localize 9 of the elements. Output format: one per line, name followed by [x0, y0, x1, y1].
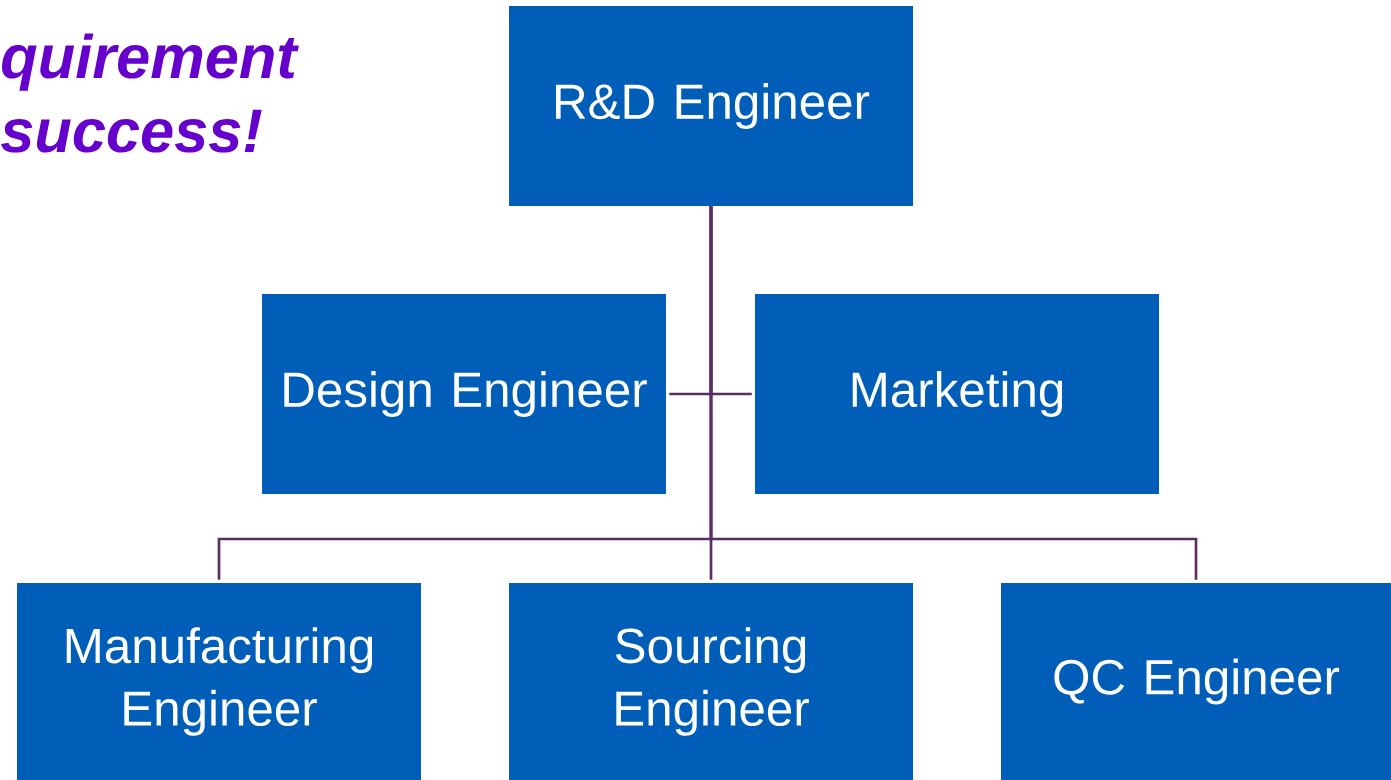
slogan-text: success! [0, 109, 262, 153]
org-box: Design Engineer [262, 294, 666, 494]
org-box: R&D Engineer [509, 6, 913, 206]
org-box: Marketing [755, 294, 1159, 494]
org-box: Manufacturing Engineer [17, 582, 421, 780]
connector-line [709, 206, 1198, 580]
slogan-text: quirement [2, 33, 299, 91]
org-box: QC Engineer [1001, 582, 1391, 780]
org-box: Sourcing Engineer [509, 582, 913, 780]
